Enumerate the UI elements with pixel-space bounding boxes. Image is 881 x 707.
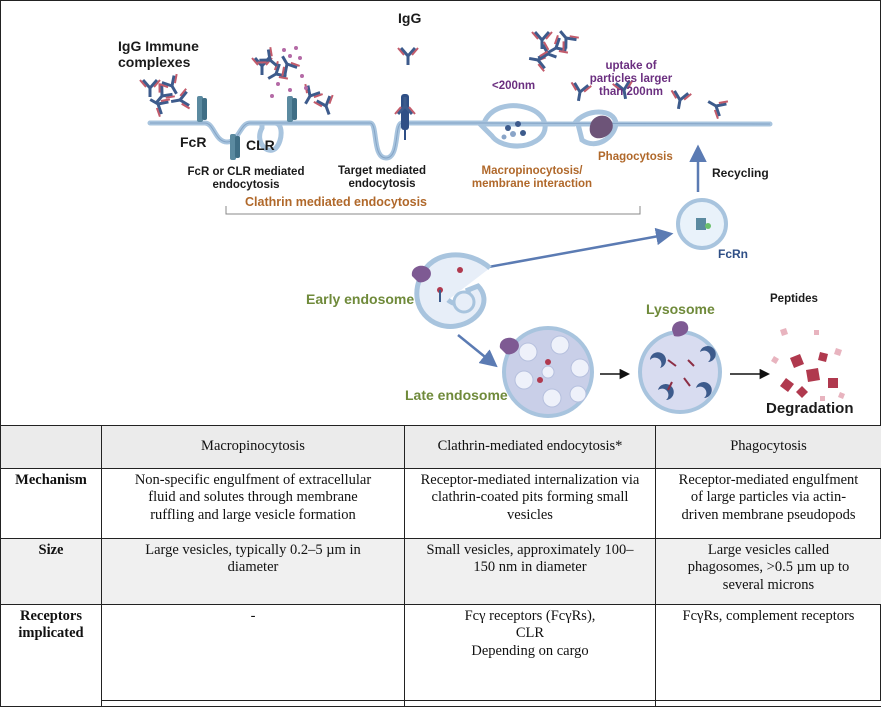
column-header-macropinocytosis: Macropinocytosis — [102, 426, 405, 469]
plasma-membrane — [150, 106, 770, 158]
igg-immune-complex-1 — [140, 74, 190, 117]
clathrin-mediated-label: Clathrin mediated endocytosis — [245, 195, 427, 209]
igg-antibody — [398, 48, 418, 65]
igg-label: IgG — [398, 10, 421, 26]
table-cell: - — [102, 605, 405, 707]
recycling-label: Recycling — [712, 167, 769, 181]
lysosome-label: Lysosome — [646, 301, 715, 317]
table-row: Mechanism Non-specific engulfment of ext… — [1, 469, 881, 539]
early-endosome — [417, 255, 490, 327]
table-cell: Small vesicles, approximately 100–150 nm… — [405, 539, 656, 605]
target-mediated-label: Target mediated endocytosis — [338, 165, 426, 191]
fcrn-label: FcRn — [718, 248, 748, 262]
endocytosis-diagram: IgG Immune complexes IgG FcR CLR FcR or … — [0, 0, 881, 425]
row-header-mechanism: Mechanism — [1, 469, 102, 539]
igg-immune-complexes-label: IgG Immune complexes — [118, 38, 199, 70]
uptake-large-label: uptake of particles larger than 200nm — [590, 60, 672, 100]
early-endosome-label: Early endosome — [306, 291, 414, 307]
table-cell: FcγRs, complement receptors — [656, 605, 881, 707]
row-header-size: Size — [1, 539, 102, 605]
column-header-phagocytosis: Phagocytosis — [656, 426, 881, 469]
clr-label: CLR — [246, 137, 275, 153]
late-endosome-label: Late endosome — [405, 387, 508, 403]
table-cell: Non-specific engulfment of extracellular… — [102, 469, 405, 539]
fcr-clr-endocytosis-label: FcR or CLR mediated endocytosis — [188, 166, 305, 192]
macropinocytosis-label: Macropinocytosis/ membrane interaction — [472, 165, 592, 191]
peptides-label: Peptides — [770, 293, 818, 306]
fcr-label: FcR — [180, 134, 206, 150]
igg-cluster-macropinocytosis — [527, 25, 578, 72]
phagocytosis-label: Phagocytosis — [598, 151, 673, 164]
lysosome — [640, 332, 720, 412]
lt200-label: <200nm — [492, 80, 535, 93]
table-row: Size Large vesicles, typically 0.2–5 µm … — [1, 539, 881, 605]
degradation-label: Degradation — [766, 400, 854, 417]
table-header-empty — [1, 426, 102, 469]
comparison-table: Macropinocytosis Clathrin-mediated endoc… — [0, 425, 881, 707]
peptide-fragments — [780, 352, 838, 398]
table-header-row: Macropinocytosis Clathrin-mediated endoc… — [1, 426, 881, 469]
column-header-clathrin: Clathrin-mediated endocytosis* — [405, 426, 656, 469]
